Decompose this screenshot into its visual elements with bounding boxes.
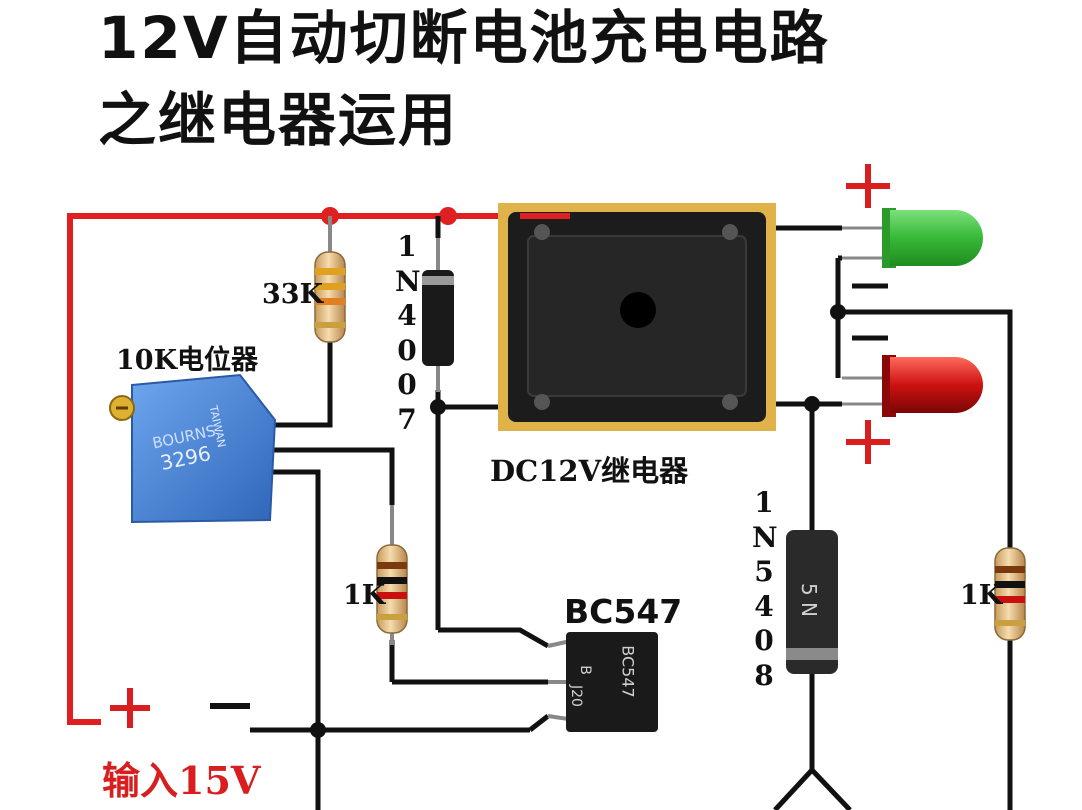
resistor-1k-left-label: 1K [343, 580, 386, 611]
transistor-marking: BC547 [618, 645, 638, 698]
led-top-plus-icon [846, 164, 890, 208]
relay-label: DC12V继电器 [490, 454, 689, 488]
resistor-1k-left-icon [376, 505, 408, 645]
title-line-1: 12V自动切断电池充电电路 [98, 4, 830, 72]
led-bottom-plus-icon [846, 420, 890, 464]
diode-1n4007-label: 1 N 4 0 0 7 [395, 230, 421, 436]
led-red-icon [842, 355, 983, 417]
transistor-marking-2: B [576, 665, 593, 675]
relay-icon [498, 203, 776, 431]
resistor-33k-label: 33K [262, 279, 324, 310]
potentiometer-label: 10K电位器 [116, 345, 259, 376]
title-line-2: 之继电器运用 [98, 86, 459, 154]
transistor-marking-3: J20 [567, 685, 584, 707]
resistor-1k-right-icon [994, 547, 1026, 641]
resistor-33k-icon [314, 216, 346, 343]
transistor-icon [547, 632, 658, 732]
input-voltage-label: 输入15V [102, 758, 261, 803]
diode-1n5408-marking: 5 N [797, 582, 822, 618]
transistor-label: BC547 [564, 592, 683, 631]
resistor-1k-right-label: 1K [960, 580, 1003, 611]
junction-dot [430, 399, 446, 415]
junction-dot [439, 207, 457, 225]
potentiometer-icon [109, 373, 277, 524]
input-plus-icon [110, 688, 150, 728]
junction-dot [804, 396, 820, 412]
diode-1n5408-label: 1 N 5 4 0 8 [752, 486, 778, 692]
junction-dot [310, 722, 326, 738]
led-green-icon [838, 208, 983, 268]
diode-1n5408-icon [786, 530, 838, 674]
junction-dot [830, 304, 846, 320]
diode-1n4007-icon [422, 238, 454, 392]
